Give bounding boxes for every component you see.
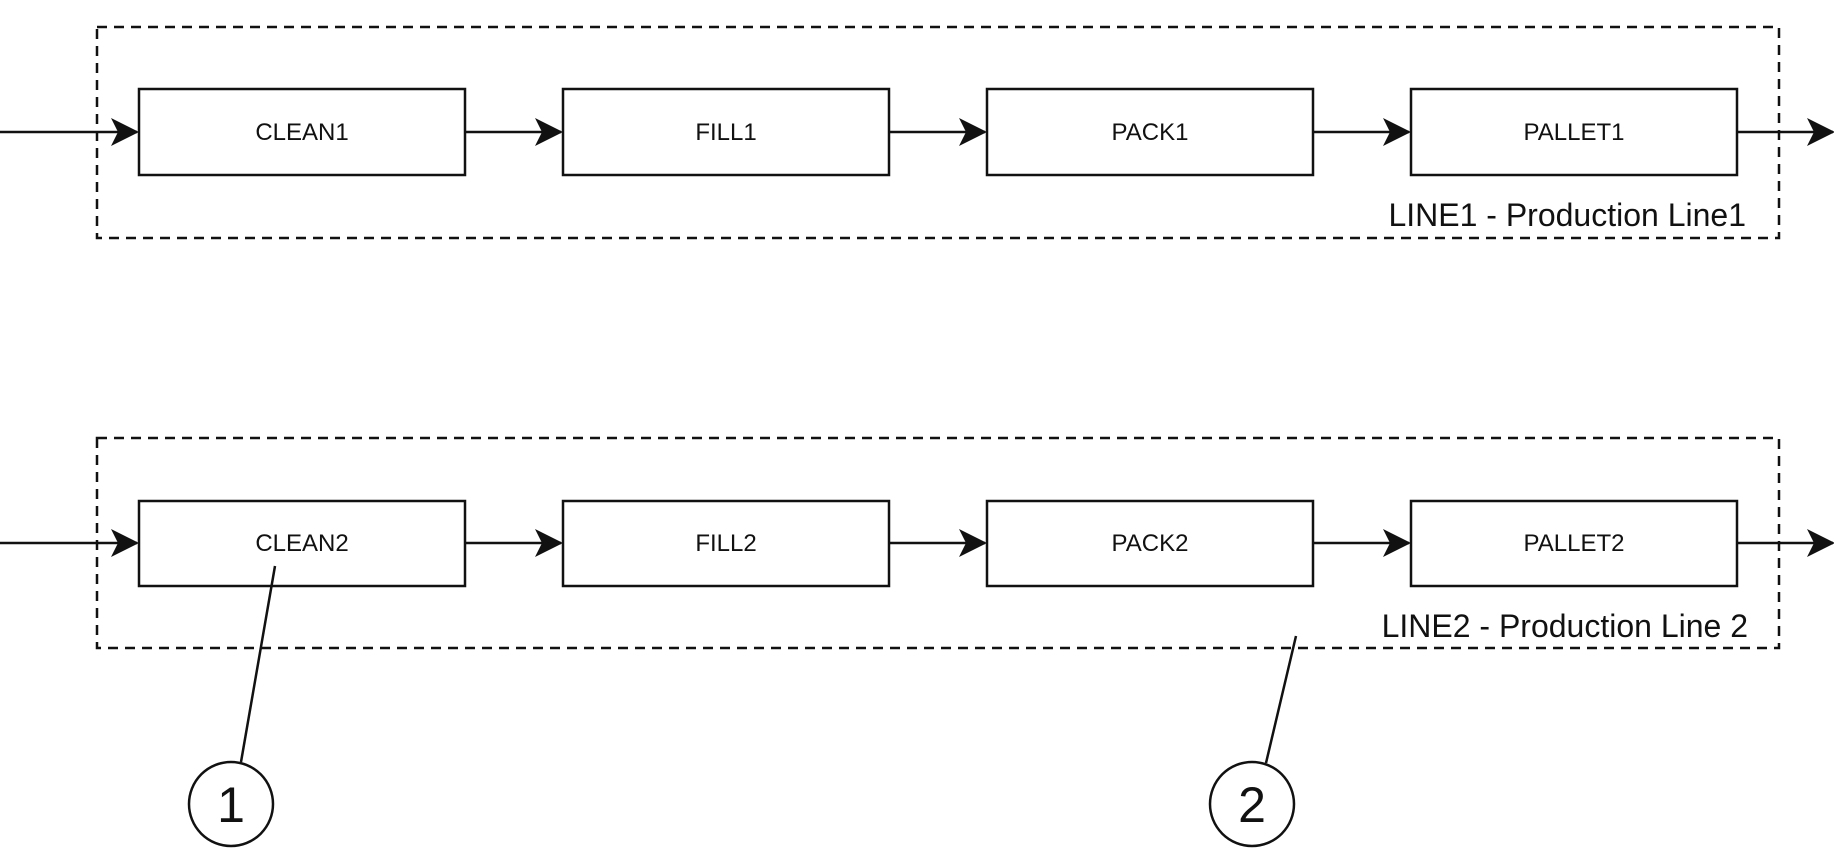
station-fill1-box bbox=[561, 87, 891, 177]
station-pallet1[interactable]: PALLET1 bbox=[1409, 87, 1739, 177]
callout-1: 1 bbox=[187, 565, 277, 848]
station-fill2[interactable]: FILL2 bbox=[561, 499, 891, 588]
station-pack2[interactable]: PACK2 bbox=[985, 499, 1315, 588]
station-pack1[interactable]: PACK1 bbox=[985, 87, 1315, 177]
callout-2-leader-line bbox=[1264, 635, 1298, 764]
station-clean1-box bbox=[137, 87, 467, 177]
station-pack2-box bbox=[985, 499, 1315, 588]
station-pack1-label: PACK1 bbox=[1112, 119, 1189, 146]
callout-2: 2 bbox=[1208, 635, 1298, 848]
station-pallet2-label: PALLET2 bbox=[1524, 530, 1625, 557]
station-fill2-label: FILL2 bbox=[695, 530, 756, 557]
station-pack1-box bbox=[985, 87, 1315, 177]
production-line-1: CLEAN1 FILL1 PACK1 PALLET1 LINE1 - Produ… bbox=[0, 25, 1834, 240]
station-clean1[interactable]: CLEAN1 bbox=[137, 87, 467, 177]
callout-1-leader-line bbox=[239, 565, 277, 763]
callout-1-label: 1 bbox=[217, 777, 245, 833]
station-pack2-label: PACK2 bbox=[1112, 530, 1189, 557]
production-line-2: CLEAN2 FILL2 PACK2 PALLET2 LINE2 - Produ… bbox=[0, 436, 1834, 650]
station-clean2-label: CLEAN2 bbox=[255, 530, 348, 557]
station-fill1-label: FILL1 bbox=[695, 119, 756, 146]
line-1-label: LINE1 - Production Line1 bbox=[1388, 197, 1746, 233]
station-clean1-label: CLEAN1 bbox=[255, 119, 348, 146]
line-2-label: LINE2 - Production Line 2 bbox=[1382, 608, 1748, 644]
station-pallet2[interactable]: PALLET2 bbox=[1409, 499, 1739, 588]
station-fill2-box bbox=[561, 499, 891, 588]
callout-1-circle bbox=[187, 760, 275, 848]
callout-2-circle bbox=[1208, 760, 1296, 848]
station-clean2[interactable]: CLEAN2 bbox=[137, 499, 467, 588]
station-fill1[interactable]: FILL1 bbox=[561, 87, 891, 177]
callout-2-label: 2 bbox=[1238, 777, 1266, 833]
station-pallet1-label: PALLET1 bbox=[1524, 119, 1625, 146]
